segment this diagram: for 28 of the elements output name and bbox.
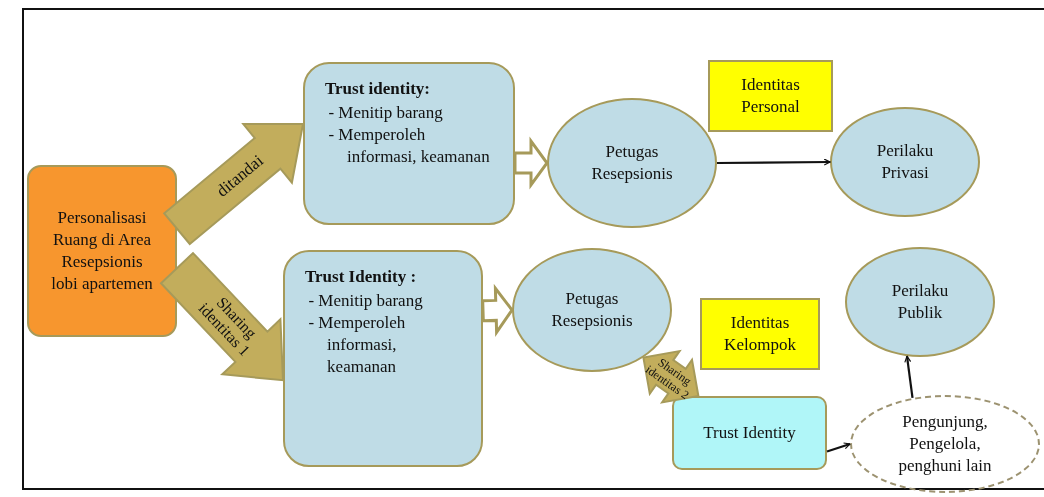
list-item: - Menitip barang xyxy=(307,290,424,313)
identity-box xyxy=(700,298,820,370)
process-box xyxy=(27,165,177,337)
block-arrow xyxy=(162,122,305,246)
box-heading: Trust Identity : xyxy=(305,266,418,288)
list-item: - Menitip barang xyxy=(327,102,444,125)
node-label: Petugas Resepsionis xyxy=(590,140,674,185)
rounded-box xyxy=(283,250,483,467)
box-heading: Trust identity: xyxy=(325,78,431,100)
node-label: Identitas Personal xyxy=(740,73,801,118)
block-arrow xyxy=(159,251,285,382)
node-label: Trust Identity xyxy=(703,421,796,444)
arrow xyxy=(904,355,914,399)
arrow xyxy=(826,442,851,453)
rounded-box xyxy=(303,62,515,225)
node-label: Pengunjung, Pengelola, penghuni lain xyxy=(897,410,993,478)
identity-box xyxy=(708,60,833,132)
node-label: Personalisasi Ruang di Area Resepsionis lobi apartemen xyxy=(50,206,154,296)
dashed-ellipse xyxy=(850,395,1040,493)
block-arrow xyxy=(513,136,549,190)
arrow xyxy=(717,158,831,166)
node-label: Perilaku Publik xyxy=(890,279,950,324)
list-item: - Memperoleh informasi, keamanan xyxy=(327,124,491,169)
list-item: - Memperoleh informasi, keamanan xyxy=(307,312,407,379)
node-label: Perilaku Privasi xyxy=(875,139,935,184)
node-label: Identitas Kelompok xyxy=(723,311,797,356)
block-arrow xyxy=(481,283,514,338)
node-label: Petugas Resepsionis xyxy=(550,287,634,332)
